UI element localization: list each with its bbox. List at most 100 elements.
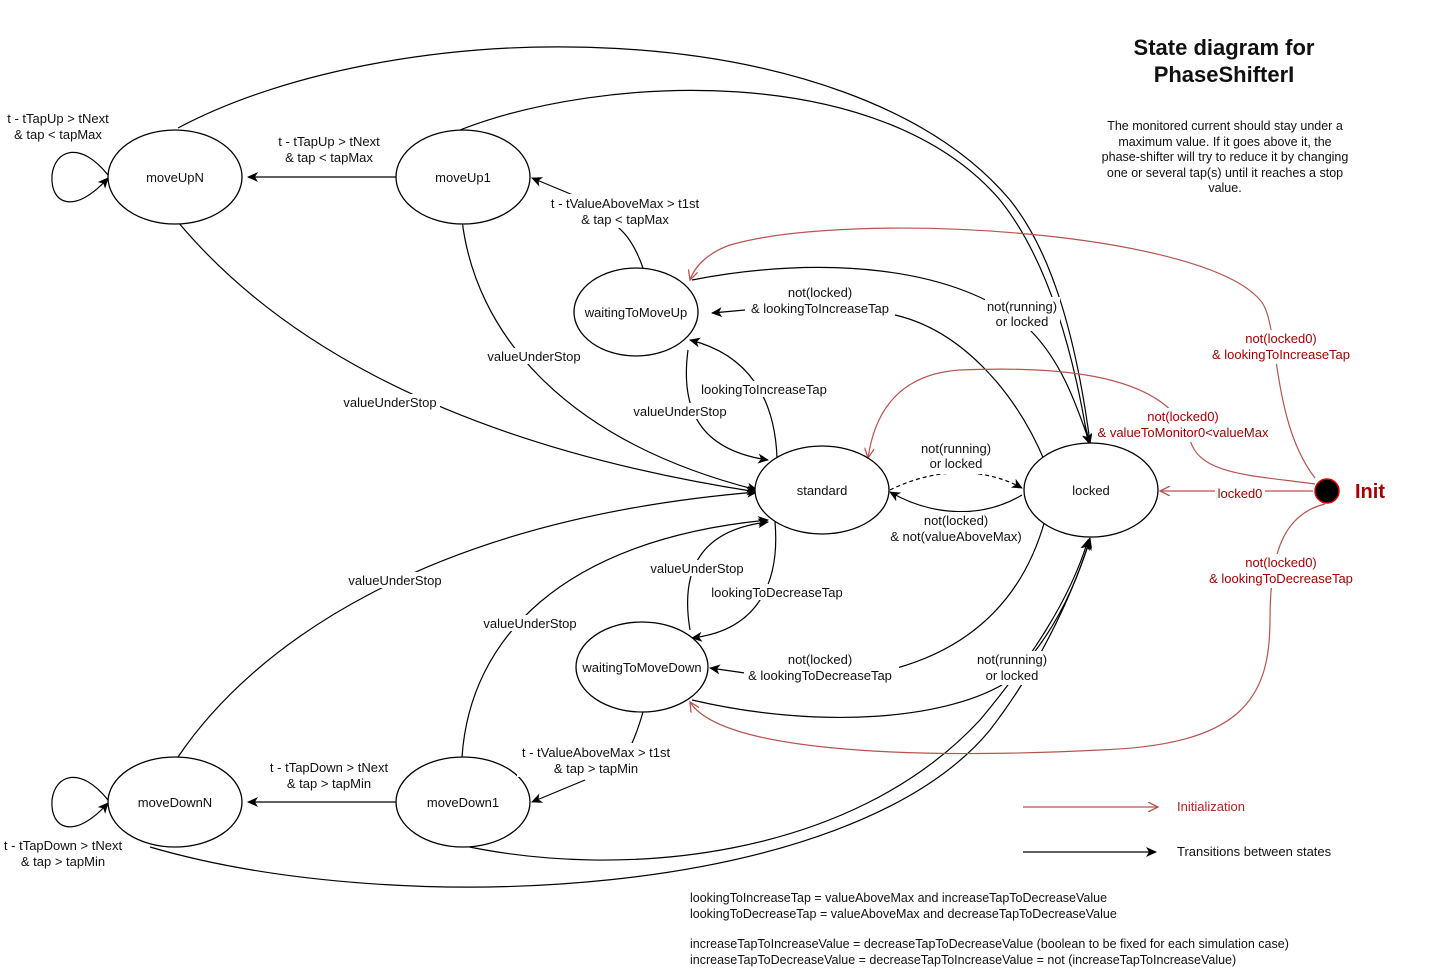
init-node: Init	[1314, 478, 1385, 504]
label-line: or locked	[986, 668, 1039, 683]
label-moveDownN-self: t - tTapDown > tNext & tap > tapMin	[4, 838, 123, 869]
init-dot	[1314, 478, 1340, 504]
label-moveDown1-to-standard: valueUnderStop	[480, 615, 580, 631]
edge-locked-to-waitDown	[896, 519, 1046, 669]
label-waitDown-to-standard: valueUnderStop	[647, 560, 747, 576]
label-line: t - tTapUp > tNext	[278, 134, 380, 149]
edge-moveUp1-to-standard	[461, 219, 758, 493]
label-line: & lookingToDecreaseTap	[748, 668, 892, 683]
label-waitUp-to-standard: valueUnderStop	[630, 403, 730, 419]
label-line: or locked	[996, 314, 1049, 329]
label-line: locked0	[1218, 486, 1263, 501]
legend: Initialization Transitions between state…	[1023, 799, 1332, 859]
state-label: locked	[1072, 483, 1110, 498]
edge-locked-to-standard	[889, 491, 1023, 513]
label-line: not(running)	[987, 299, 1057, 314]
edge-locked-to-waitDown-head	[709, 664, 746, 675]
description-line: The monitored current should stay under …	[1107, 119, 1343, 133]
edge-standard-to-locked	[889, 472, 1023, 491]
note-line: increaseTapToIncreaseValue = decreaseTap…	[690, 937, 1289, 951]
label-line: not(locked)	[788, 285, 852, 300]
edge-moveDownN-to-locked	[149, 539, 1092, 888]
label-moveUpN-to-standard: valueUnderStop	[340, 394, 440, 410]
label-line: not(locked0)	[1147, 409, 1219, 424]
label-line: lookingToIncreaseTap	[701, 382, 827, 397]
description-line: phase-shifter will try to reduce it by c…	[1102, 150, 1349, 164]
edge-waitDown-to-moveDown1-head	[531, 779, 586, 803]
note-line: increaseTapToDecreaseValue = decreaseTap…	[690, 953, 1236, 967]
label-line: valueUnderStop	[483, 616, 576, 631]
label-moveUp1-to-standard: valueUnderStop	[484, 348, 584, 364]
title-line: State diagram for	[1134, 35, 1315, 60]
label-init-to-locked: locked0	[1215, 486, 1265, 501]
state-label: moveUpN	[146, 170, 204, 185]
edge-moveUp1-to-locked	[459, 89, 1089, 443]
edge-waitDown-to-locked	[691, 537, 1093, 718]
edge-moveDown1-to-locked	[459, 539, 1090, 861]
edge-waitUp-to-standard	[685, 349, 769, 464]
init-label: Init	[1355, 481, 1385, 503]
diagram-title: State diagram for PhaseShifterI	[1134, 35, 1315, 87]
label-standard-to-waitUp: lookingToIncreaseTap	[697, 381, 832, 397]
edge-init-to-standard	[868, 368, 1316, 485]
label-line: & not(valueAboveMax)	[890, 529, 1022, 544]
label-line: valueUnderStop	[487, 349, 580, 364]
title-line: PhaseShifterI	[1154, 62, 1295, 87]
state-waitingToMoveUp: waitingToMoveUp	[573, 267, 699, 357]
state-moveDown1: moveDown1	[395, 756, 531, 848]
description-line: value.	[1208, 181, 1241, 195]
legend-label: Transitions between states	[1177, 844, 1332, 859]
state-label: moveUp1	[435, 170, 491, 185]
label-moveUpN-self: t - tTapUp > tNext & tap < tapMax	[7, 111, 109, 142]
label-to-locked-bottom: not(running) or locked	[974, 651, 1050, 685]
edge-to-locked-top-head	[1082, 424, 1093, 445]
label-waitDown-to-moveDown1: t - tValueAboveMax > t1st & tap > tapMin	[517, 743, 677, 777]
state-moveUpN: moveUpN	[107, 129, 243, 225]
label-line: valueUnderStop	[343, 395, 436, 410]
label-line: & tap < tapMax	[581, 212, 669, 227]
label-line: not(running)	[977, 652, 1047, 667]
state-waitingToMoveDown: waitingToMoveDown	[575, 621, 709, 713]
edge-moveUpN-to-locked	[177, 46, 1091, 443]
edge-locked-to-waitUp-head	[711, 307, 746, 318]
label-moveDownN-to-standard: valueUnderStop	[345, 572, 445, 588]
edge-moveUpN-to-standard	[177, 221, 758, 496]
label-locked-to-waitDown: not(locked) & lookingToDecreaseTap	[744, 651, 899, 685]
legend-label: Initialization	[1177, 799, 1245, 814]
label-to-locked-top: not(running) or locked	[985, 297, 1060, 331]
label-line: t - tValueAboveMax > t1st	[522, 745, 671, 760]
label-line: & tap < tapMax	[285, 150, 373, 165]
label-line: valueUnderStop	[633, 404, 726, 419]
state-label: moveDown1	[427, 795, 499, 810]
label-locked-to-standard: not(locked) & not(valueAboveMax)	[887, 512, 1027, 546]
label-init-to-standard: not(locked0) & valueToMonitor0<valueMax	[1092, 408, 1275, 442]
label-line: & tap > tapMin	[21, 854, 105, 869]
label-waitUp-to-moveUp1: t - tValueAboveMax > t1st & tap < tapMax	[545, 194, 705, 228]
label-standard-to-waitDown: lookingToDecreaseTap	[706, 584, 848, 600]
label-moveUp1-to-moveUpN: t - tTapUp > tNext & tap < tapMax	[278, 134, 380, 165]
state-moveDownN: moveDownN	[107, 756, 243, 848]
label-init-to-waitUp: not(locked0) & lookingToIncreaseTap	[1205, 330, 1360, 364]
edge-locked-to-waitUp	[894, 314, 1046, 463]
edge-moveDown1-to-standard	[461, 515, 769, 758]
state-label: waitingToMoveUp	[584, 305, 688, 320]
state-moveUp1: moveUp1	[395, 129, 531, 225]
label-line: & lookingToIncreaseTap	[1212, 347, 1350, 362]
label-line: valueUnderStop	[650, 561, 743, 576]
state-locked: locked	[1023, 442, 1159, 538]
description-line: one or several tap(s) until it reaches a…	[1107, 166, 1343, 180]
label-line: & tap > tapMin	[287, 776, 371, 791]
definitions-notes: lookingToIncreaseTap = valueAboveMax and…	[690, 891, 1289, 967]
state-standard: standard	[754, 445, 890, 535]
label-line: not(locked0)	[1245, 331, 1317, 346]
label-line: & lookingToIncreaseTap	[751, 301, 889, 316]
edge-moveDownN-self	[51, 776, 109, 828]
edge-waitUp-to-moveUp1	[614, 224, 644, 269]
label-line: t - tTapDown > tNext	[4, 838, 123, 853]
state-label: moveDownN	[138, 795, 212, 810]
label-line: lookingToDecreaseTap	[711, 585, 843, 600]
label-line: t - tTapUp > tNext	[7, 111, 109, 126]
label-locked-to-waitUp: not(locked) & lookingToIncreaseTap	[745, 284, 895, 318]
label-line: not(locked)	[924, 513, 988, 528]
